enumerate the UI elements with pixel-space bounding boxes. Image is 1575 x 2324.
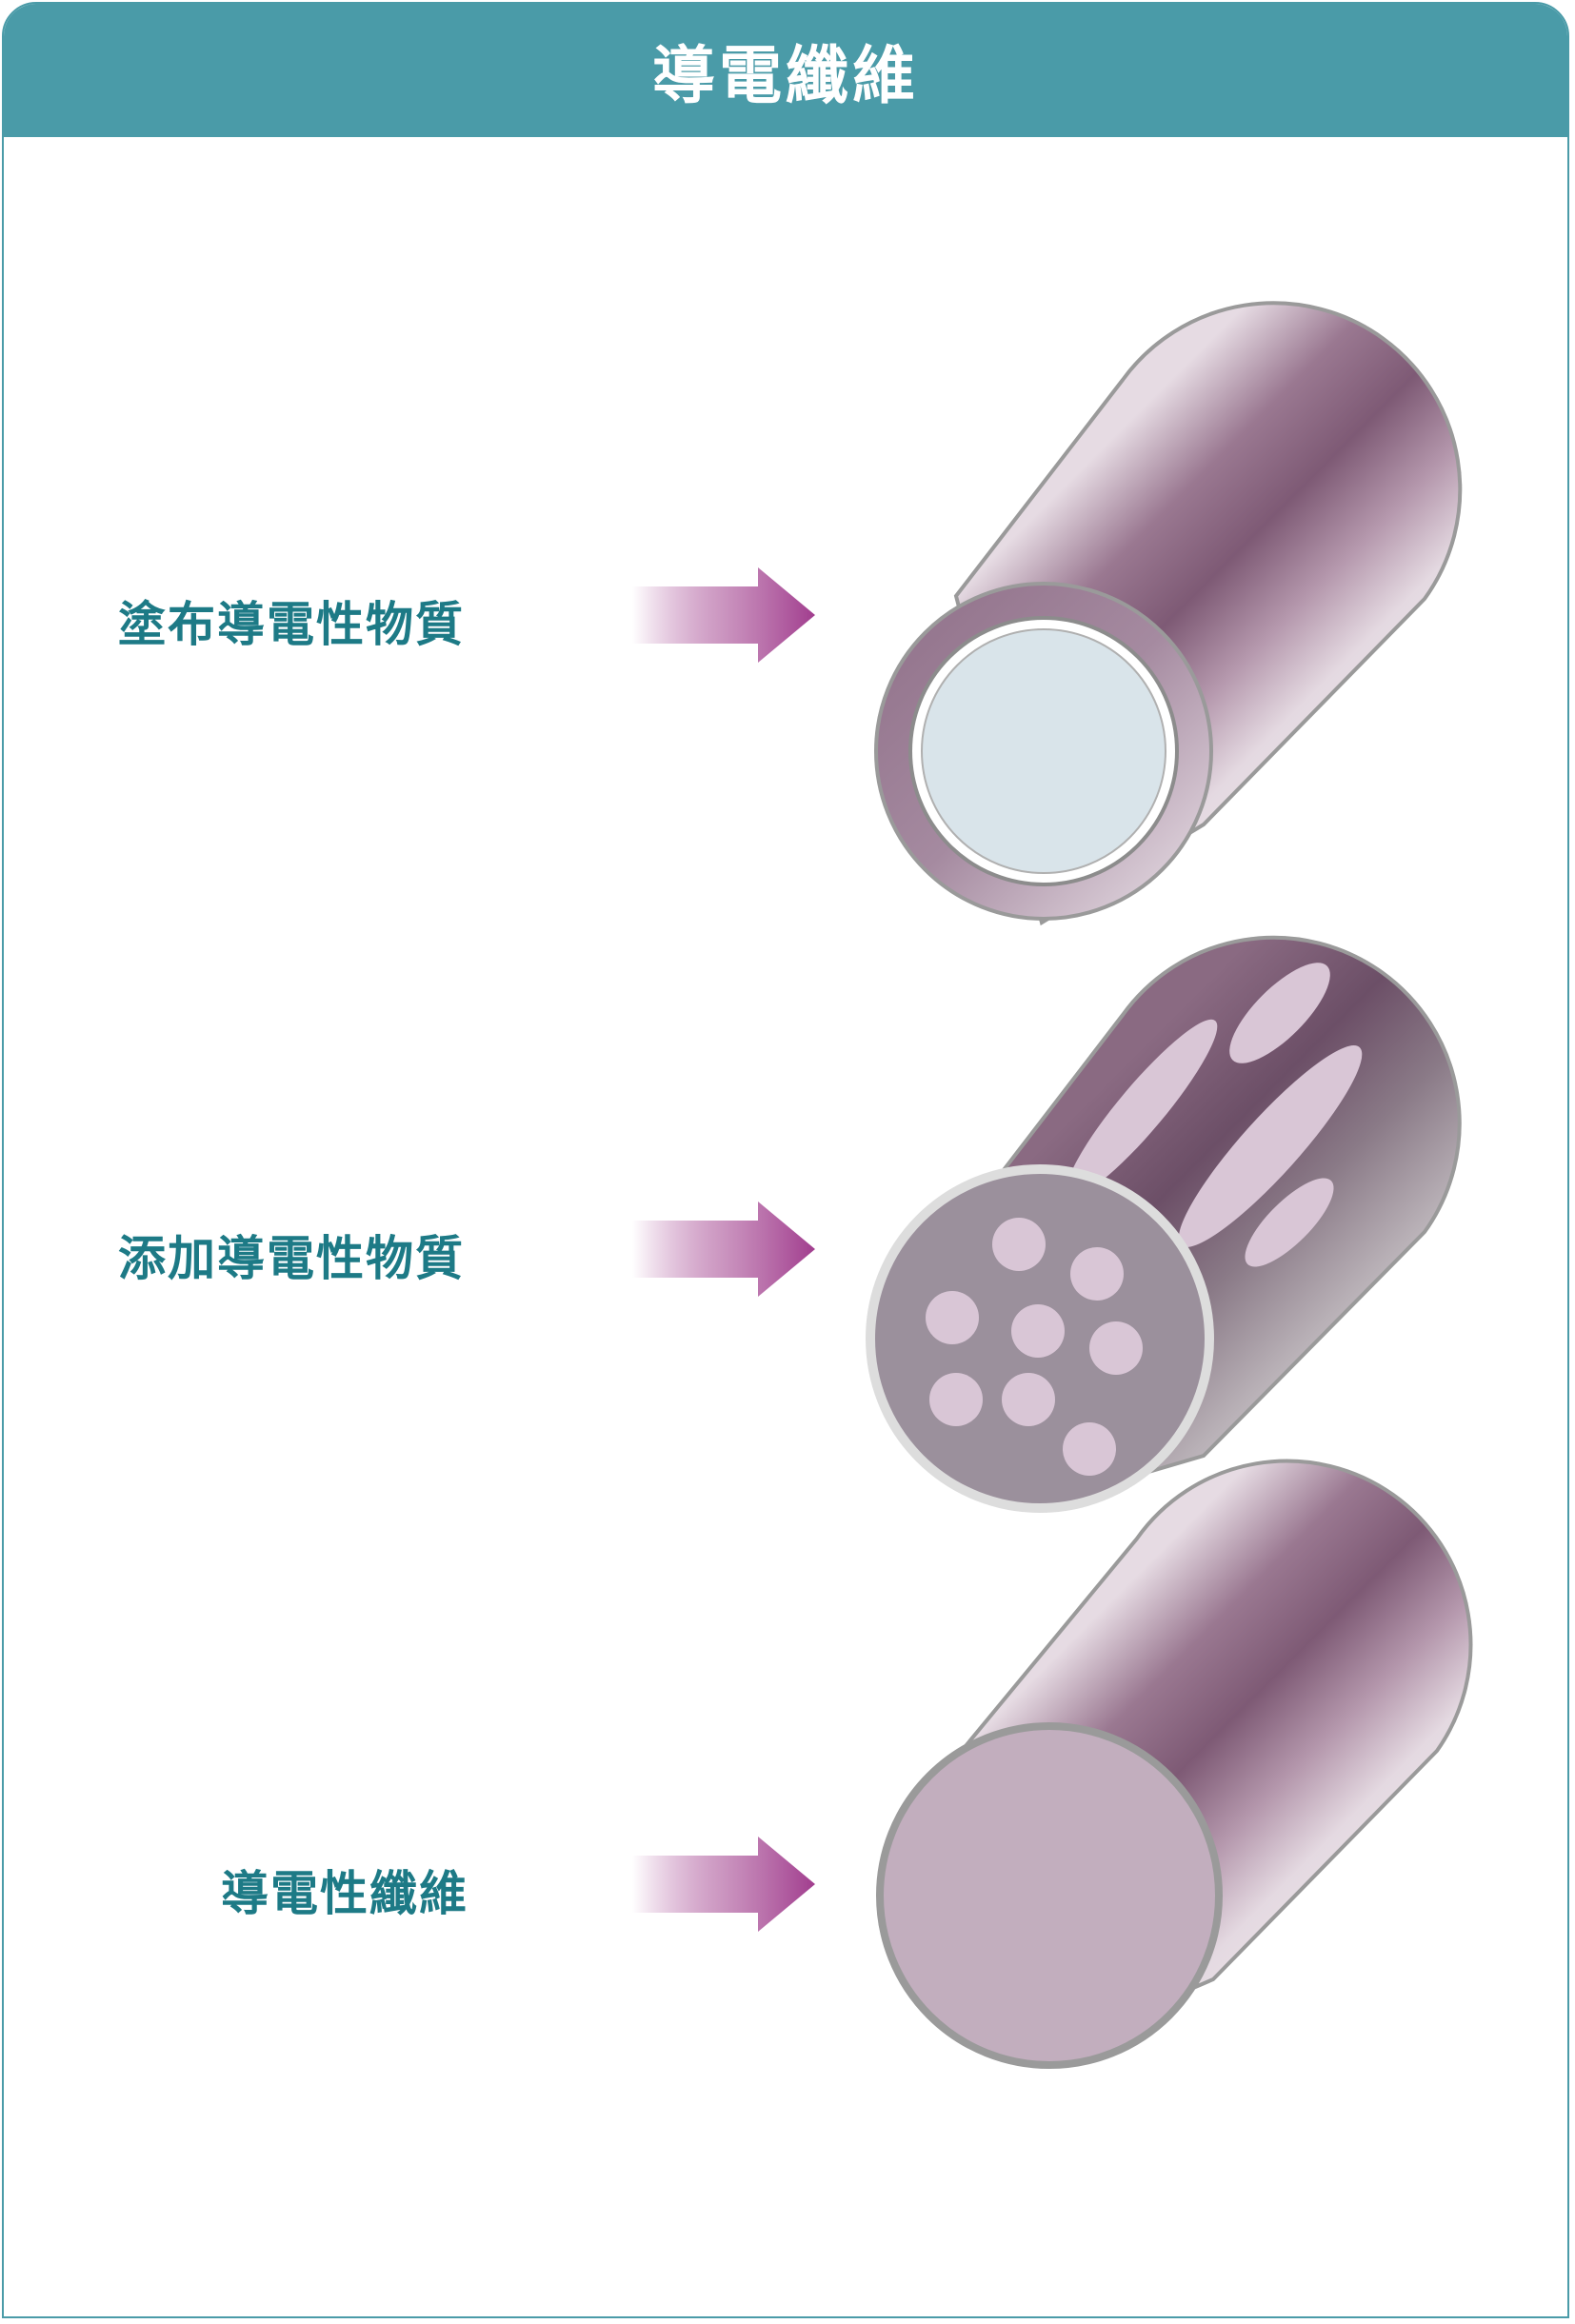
arrow-right-icon — [632, 567, 815, 663]
diagram-illustration — [632, 301, 1473, 2069]
page-title: 導電纖維 — [652, 39, 919, 112]
solid-fiber-figure — [876, 1459, 1473, 2069]
filled-fiber-figure — [866, 935, 1462, 1513]
coated-fiber-figure — [874, 301, 1463, 926]
label-additive: 添加導電性物質 — [118, 1231, 465, 1286]
header-bar: 導電纖維 — [4, 4, 1567, 137]
label-conductive-fiber: 導電性纖維 — [221, 1866, 469, 1921]
label-coating: 塗布導電性物質 — [118, 597, 465, 652]
arrow-right-icon — [632, 1837, 815, 1932]
conductive-particles — [926, 1218, 1143, 1476]
arrow-right-icon — [632, 1202, 815, 1297]
